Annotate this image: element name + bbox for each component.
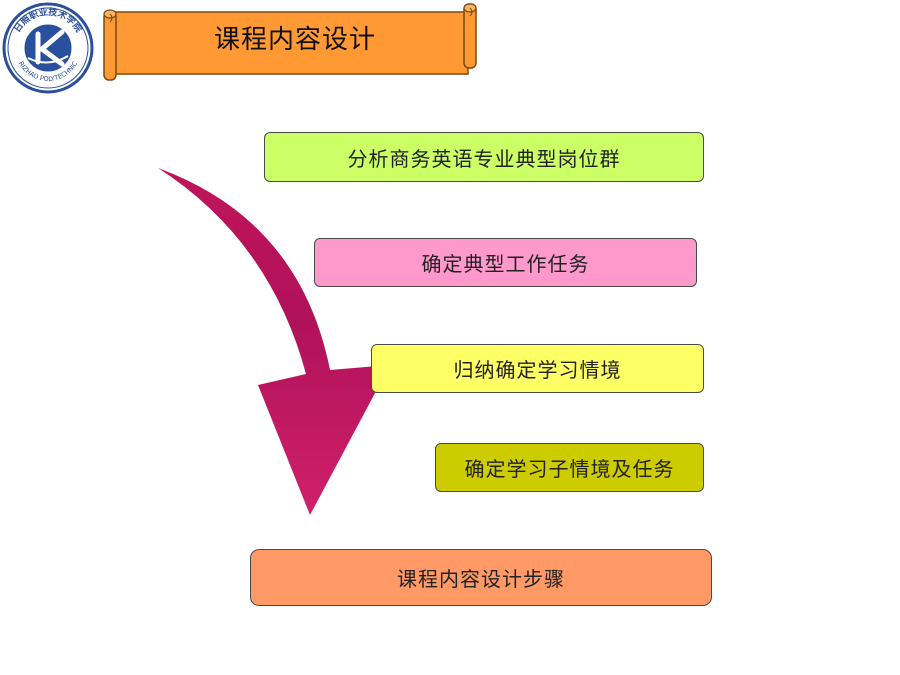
title-scroll-banner (103, 3, 477, 81)
curved-arrow-down-icon (158, 168, 390, 515)
result-course-design-steps: 课程内容设计步骤 (250, 549, 712, 606)
step-learning-situations: 归纳确定学习情境 (371, 344, 704, 393)
page-title: 课程内容设计 (213, 25, 376, 55)
rizhao-polytechnic-logo-icon: 日照职业技术学院 RIZHAO POLYTECHNIC (2, 2, 94, 94)
step-define-work-tasks: 确定典型工作任务 (314, 238, 697, 287)
step-sub-situations-tasks: 确定学习子情境及任务 (435, 443, 704, 492)
step-analyze-job-groups: 分析商务英语专业典型岗位群 (264, 132, 704, 182)
